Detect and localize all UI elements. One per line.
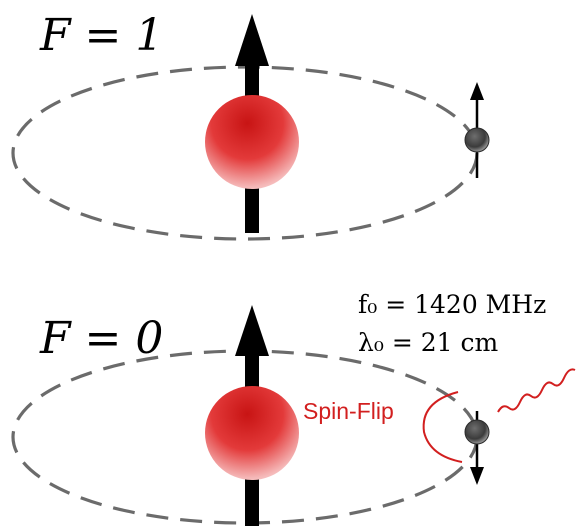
- spin-flip-arc: [422, 391, 463, 463]
- frequency-label: f₀ = 1420 MHz: [358, 290, 546, 319]
- proton-top: [205, 95, 299, 189]
- electron-top: [464, 127, 490, 153]
- state-f1-label: F = 1: [39, 10, 163, 61]
- state-f0-label: F = 0: [39, 313, 163, 364]
- spin-flip-label: Spin-Flip: [303, 398, 394, 424]
- electron-spin-down-arrow-icon: [470, 467, 484, 485]
- state-f0: F = 0 f₀ = 1420 MHz λ₀ = 21 cm Spin-Flip: [11, 290, 576, 526]
- proton-bottom: [205, 386, 299, 480]
- emitted-photon-wave: [497, 368, 576, 413]
- electron-bottom: [464, 419, 490, 445]
- electron-spin-up-arrow-icon: [470, 82, 484, 100]
- state-f1: F = 1: [11, 10, 490, 241]
- proton-spin-arrowhead-up-icon: [235, 305, 269, 356]
- proton-spin-arrowhead-up-icon: [235, 14, 269, 66]
- wavelength-label: λ₀ = 21 cm: [358, 328, 498, 357]
